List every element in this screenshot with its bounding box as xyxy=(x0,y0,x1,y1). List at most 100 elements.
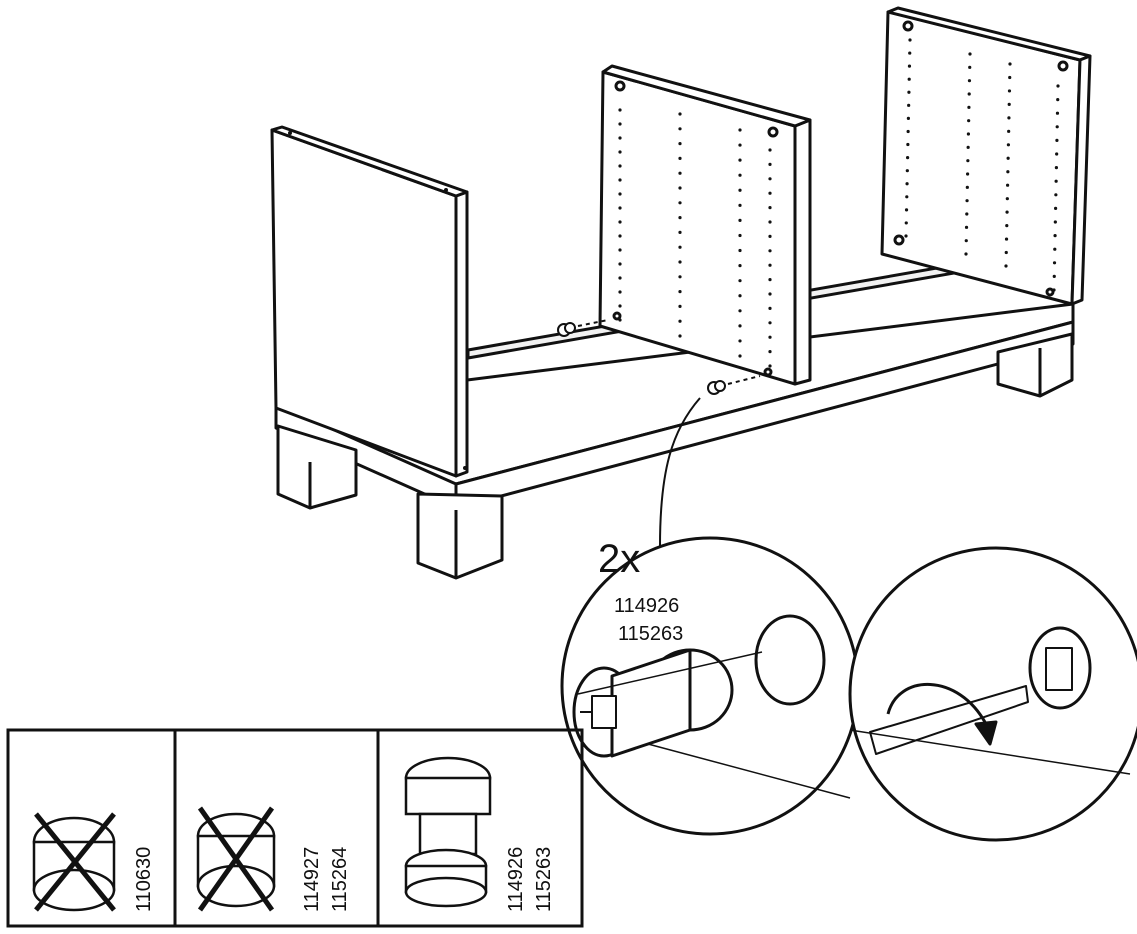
panel-hole xyxy=(1007,129,1011,133)
panel-hole xyxy=(738,309,742,313)
callout-leader xyxy=(659,397,701,547)
panel-hole xyxy=(1004,250,1008,255)
panel-hole xyxy=(738,143,742,147)
panel-hole xyxy=(1052,261,1057,265)
panel-hole xyxy=(678,127,682,131)
divider-panel xyxy=(598,64,812,386)
panel-hole xyxy=(1006,170,1010,174)
panel-hole xyxy=(905,195,909,199)
panel-hole xyxy=(906,129,910,134)
panel-hole xyxy=(768,177,772,181)
panel-hole xyxy=(768,335,772,339)
comparison-cell-2 xyxy=(196,806,276,912)
panel-hole xyxy=(964,252,968,256)
panel-hole xyxy=(768,292,772,296)
panel-hole xyxy=(678,201,682,205)
quantity-label: 2x xyxy=(598,537,640,581)
panel-hole xyxy=(738,279,742,283)
panel-hole xyxy=(738,248,742,253)
panel-hole xyxy=(618,192,622,196)
panel-hole xyxy=(738,188,742,192)
panel-hole xyxy=(1005,224,1009,228)
panel-hole xyxy=(908,38,912,42)
panel-hole xyxy=(1055,152,1059,156)
panel-hole xyxy=(618,122,622,126)
panel-hole xyxy=(1008,62,1012,66)
panel-hole xyxy=(1052,274,1056,278)
panel-hole xyxy=(967,92,971,96)
code-115263: 115263 xyxy=(533,847,555,912)
panel-hole xyxy=(905,182,909,186)
panel-hole xyxy=(907,77,911,81)
panel-hole xyxy=(1055,138,1059,142)
panel-hole xyxy=(1004,237,1009,241)
panel-hole xyxy=(678,112,682,116)
panel-hole xyxy=(967,105,971,109)
panel-hole xyxy=(738,158,742,162)
panel-hole xyxy=(1007,116,1011,120)
panel-hole xyxy=(904,234,908,238)
panel-hole xyxy=(1006,183,1010,187)
panel-hole xyxy=(738,128,742,132)
panel-hole xyxy=(1007,89,1012,93)
panel-hole xyxy=(768,234,772,238)
panel-hole xyxy=(768,220,772,224)
panel-hole xyxy=(768,206,772,210)
panel-hole xyxy=(768,249,772,253)
panel-hole xyxy=(907,103,911,107)
panel-hole xyxy=(768,263,772,267)
panel-hole xyxy=(618,248,622,252)
panel-hole xyxy=(678,142,682,146)
panel-hole xyxy=(678,186,682,190)
cam-fitting-left xyxy=(557,319,609,337)
panel-hole xyxy=(678,275,682,279)
panel-hole xyxy=(618,262,622,266)
panel-hole xyxy=(904,208,909,212)
comparison-cell-3 xyxy=(404,756,492,908)
panel-hole xyxy=(1006,143,1011,147)
panel-hole xyxy=(618,290,622,294)
panel-hole xyxy=(618,220,622,224)
panel-hole xyxy=(678,216,682,220)
panel-hole xyxy=(966,172,970,176)
panel-hole xyxy=(905,169,909,173)
panel-hole xyxy=(738,339,742,343)
panel-hole xyxy=(618,318,622,322)
panel-hole xyxy=(618,234,622,238)
panel-hole xyxy=(1008,75,1012,80)
panel-hole xyxy=(966,132,971,136)
panel-hole xyxy=(768,162,772,166)
panel-hole xyxy=(768,350,772,354)
panel-hole xyxy=(906,156,910,160)
panel-hole xyxy=(1054,166,1058,170)
panel-hole xyxy=(678,171,682,175)
panel-hole xyxy=(964,225,969,229)
panel-hole xyxy=(618,178,622,182)
code-110630: 110630 xyxy=(133,847,155,912)
panel-hole xyxy=(678,319,682,323)
panel-hole xyxy=(1054,179,1058,183)
panel-hole xyxy=(738,354,742,358)
panel-hole xyxy=(1005,197,1009,201)
panel-hole xyxy=(1053,247,1057,251)
panel-hole xyxy=(678,290,682,294)
panel-hole xyxy=(1054,193,1058,197)
panel-hole xyxy=(768,321,772,325)
panel-hole xyxy=(1056,84,1060,88)
leg-front xyxy=(416,492,504,580)
base-frame xyxy=(274,302,1075,510)
panel-hole xyxy=(738,203,742,207)
code-114927: 114927 xyxy=(301,847,323,912)
panel-hole xyxy=(1052,288,1056,292)
panel-hole xyxy=(907,64,912,68)
panel-hole xyxy=(1053,220,1057,224)
panel-hole xyxy=(965,212,969,216)
panel-hole xyxy=(1006,156,1010,160)
code-115264: 115264 xyxy=(329,847,351,912)
panel-hole xyxy=(968,65,972,69)
panel-hole xyxy=(966,145,970,149)
code-114926: 114926 xyxy=(505,847,527,912)
panel-hole xyxy=(768,364,772,368)
panel-hole xyxy=(738,218,742,222)
